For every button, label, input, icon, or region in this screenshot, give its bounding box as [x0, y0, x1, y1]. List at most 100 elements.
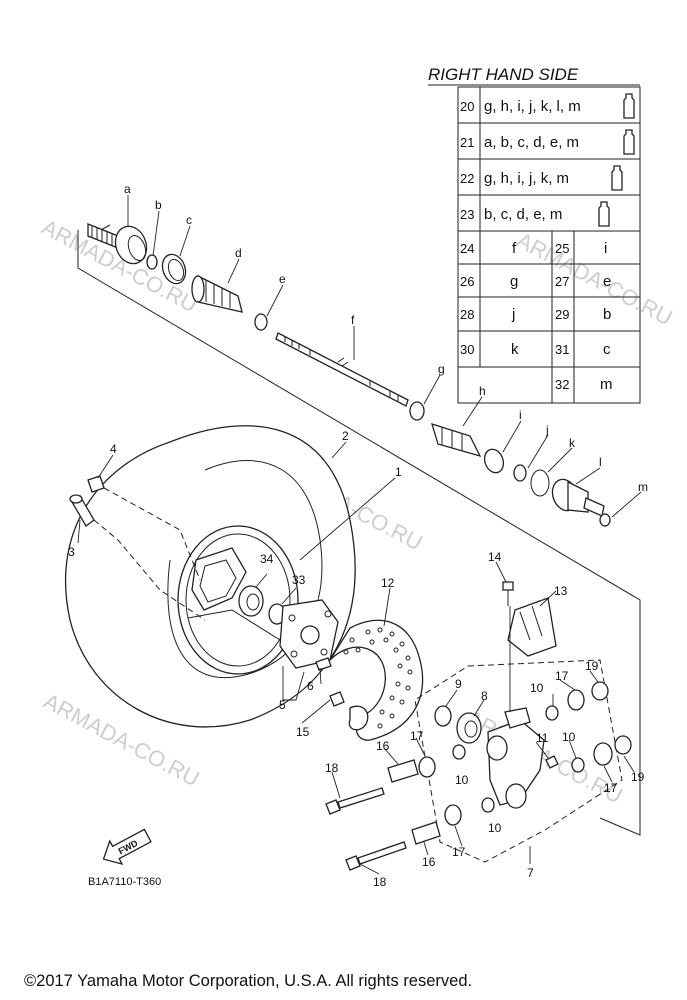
cv-joint-inner — [551, 478, 605, 517]
leaders-numbered — [77, 441, 635, 875]
bracket-13 — [507, 597, 557, 657]
label-16a: 16 — [376, 739, 390, 753]
bolt-18b — [345, 841, 407, 871]
bushing-10d — [481, 797, 495, 813]
label-19b: 19 — [631, 770, 645, 784]
label-17d: 17 — [452, 845, 466, 859]
kit-no-21: 21 — [460, 135, 474, 150]
bolt-15 — [329, 691, 345, 707]
bearing-8 — [456, 712, 482, 744]
collar-16b — [411, 821, 441, 845]
boot-band-i — [483, 448, 505, 474]
bleeder-11 — [545, 755, 559, 769]
label-h: h — [479, 384, 486, 398]
boot-h — [431, 423, 482, 458]
label-j: j — [545, 423, 549, 437]
pair-left-no-26: 26 — [460, 274, 474, 289]
kit-no-22: 22 — [460, 171, 474, 186]
label-2: 2 — [342, 429, 349, 443]
label-18a: 18 — [325, 761, 339, 775]
watermark-4: ARMADA-CO.RU — [513, 227, 677, 330]
pair-left-part-28: j — [511, 306, 515, 323]
label-17c: 17 — [604, 781, 618, 795]
label-4: 4 — [110, 442, 117, 456]
circlip-m — [599, 513, 611, 527]
wheel-bearing-34 — [238, 585, 264, 617]
pair-right-part-25: i — [604, 240, 607, 257]
label-10d: 10 — [488, 821, 502, 835]
callout-labels: a b c d e f g h i j k l m 1 2 3 4 5 6 7 … — [68, 182, 648, 889]
kit-no-23: 23 — [460, 207, 474, 222]
cap-19a — [591, 681, 609, 701]
diagram-code: B1A7110-T360 — [88, 876, 161, 888]
bushing-10a — [545, 705, 559, 721]
grease-tube-icon — [598, 93, 635, 227]
oring-k — [530, 469, 550, 497]
seal-17c — [593, 742, 613, 766]
label-10c: 10 — [562, 730, 576, 744]
label-6: 6 — [307, 679, 314, 693]
pair-left-part-24: f — [512, 240, 517, 257]
pair-right-part-32: m — [600, 376, 613, 393]
cv-joint-outer — [87, 223, 148, 265]
label-k: k — [569, 436, 576, 450]
tire-and-wheel — [65, 425, 356, 728]
pair-right-no-31: 31 — [555, 342, 569, 357]
pair-left-no-28: 28 — [460, 307, 474, 322]
leaders-shaft — [127, 195, 642, 518]
fwd-arrow: FWD — [102, 828, 152, 866]
circlip-9 — [434, 705, 452, 727]
pair-right-no-32: 32 — [555, 377, 569, 392]
boot-band-g — [409, 401, 425, 421]
kit-table: RIGHT HAND SIDE 20 g, h, i, j, k, l, m 2… — [428, 65, 641, 404]
seal-17d — [444, 804, 462, 826]
label-e: e — [279, 272, 286, 286]
table-title: RIGHT HAND SIDE — [428, 65, 579, 84]
knuckle-7 — [486, 707, 545, 809]
label-34: 34 — [260, 552, 274, 566]
label-i: i — [519, 408, 522, 422]
label-16b: 16 — [422, 855, 436, 869]
boot-d — [191, 274, 243, 313]
label-c: c — [186, 213, 192, 227]
label-5: 5 — [279, 698, 286, 712]
copyright-notice: ©2017 Yamaha Motor Corporation, U.S.A. A… — [24, 972, 472, 990]
label-b: b — [155, 198, 162, 212]
nut-6 — [315, 657, 332, 671]
label-7: 7 — [527, 866, 534, 880]
label-33: 33 — [292, 573, 306, 587]
label-17a: 17 — [555, 669, 569, 683]
label-d: d — [235, 246, 242, 260]
bushing-10c — [571, 757, 585, 773]
drive-shaft-f — [275, 332, 409, 407]
pair-left-no-30: 30 — [460, 342, 474, 357]
kit-parts-21: a, b, c, d, e, m — [484, 134, 579, 151]
wheel-rim — [177, 525, 299, 675]
cap-19b — [614, 735, 632, 755]
label-17b: 17 — [410, 729, 424, 743]
label-m: m — [638, 480, 648, 494]
circlip-b — [146, 254, 158, 270]
drive-shaft-group — [87, 223, 611, 527]
bushing-10b — [452, 744, 466, 760]
kit-parts-20: g, h, i, j, k, l, m — [484, 98, 581, 115]
label-f: f — [351, 313, 355, 327]
seal-17a — [567, 689, 585, 711]
pair-left-no-24: 24 — [460, 241, 474, 256]
kit-parts-22: g, h, i, j, k, m — [484, 170, 569, 187]
label-1: 1 — [395, 465, 402, 479]
bolt-14 — [502, 581, 514, 606]
pair-right-no-25: 25 — [555, 241, 569, 256]
bolt-18a — [325, 787, 385, 815]
label-8: 8 — [481, 689, 488, 703]
pair-right-no-29: 29 — [555, 307, 569, 322]
kit-no-20: 20 — [460, 99, 474, 114]
knuckle-group-outline — [414, 659, 623, 863]
label-18b: 18 — [373, 875, 387, 889]
pair-right-part-29: b — [603, 306, 611, 323]
pair-left-part-30: k — [511, 341, 519, 358]
label-10a: 10 — [530, 681, 544, 695]
label-g: g — [438, 362, 445, 376]
label-9: 9 — [455, 677, 462, 691]
